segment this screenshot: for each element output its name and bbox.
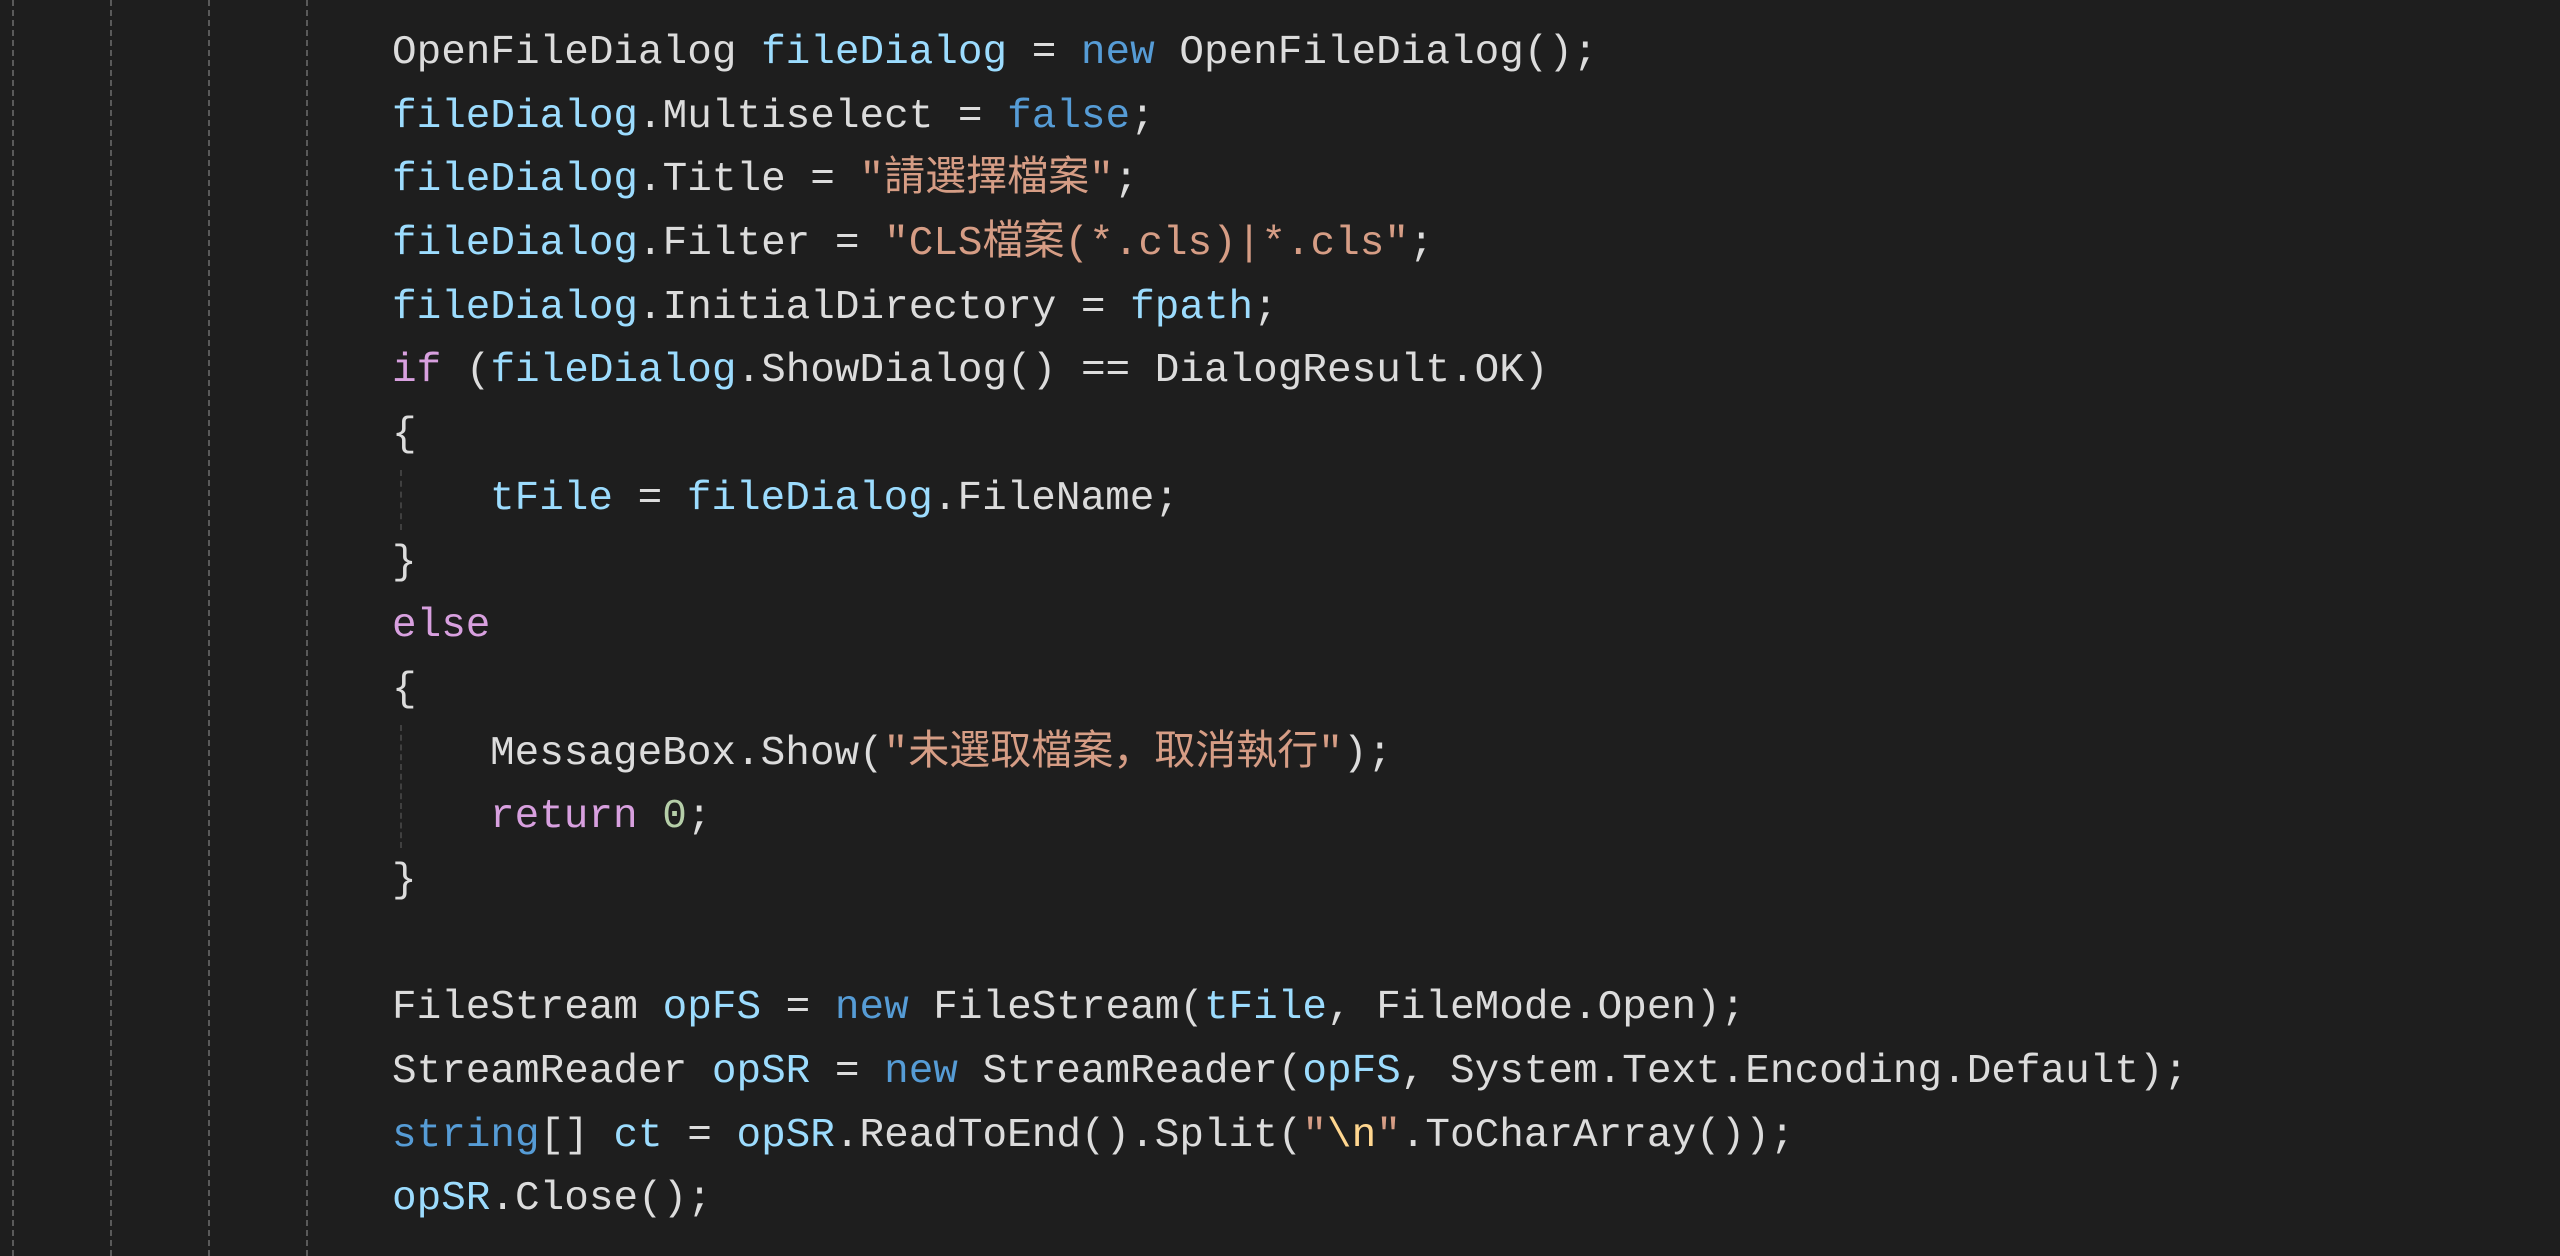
code-token: StreamReader( xyxy=(957,1049,1303,1095)
code-token: = xyxy=(613,475,687,522)
code-token: .Title = xyxy=(638,157,860,204)
code-line: fileDialog.Filter = "CLS檔案(*.cls)|*.cls"… xyxy=(0,213,2188,277)
code-token: fileDialog xyxy=(392,221,639,268)
code-token: = xyxy=(662,1112,737,1159)
code-token: tFile xyxy=(490,475,614,522)
code-token: tFile xyxy=(1203,985,1327,1032)
code-line: else xyxy=(0,595,2188,659)
code-token: ; xyxy=(1253,284,1278,331)
code-token: ; xyxy=(1113,157,1139,204)
code-token: FileStream xyxy=(392,985,663,1032)
code-token: fileDialog xyxy=(761,30,1008,76)
code-token: } xyxy=(392,857,417,904)
code-token: ; xyxy=(686,794,712,841)
code-token: ; xyxy=(1130,93,1155,140)
code-token xyxy=(638,794,663,840)
code-token: MessageBox.Show( xyxy=(490,730,884,777)
code-token: fpath xyxy=(1130,284,1254,331)
code-token: fileDialog xyxy=(392,157,639,204)
code-line: { xyxy=(0,659,2188,723)
code-token: if xyxy=(392,348,442,395)
code-token: fileDialog xyxy=(686,475,933,522)
code-token: false xyxy=(1007,93,1131,140)
code-line: opSR.Close(); xyxy=(0,1168,2188,1232)
indent-guide xyxy=(400,470,402,530)
code-token: } xyxy=(392,539,417,586)
code-token: .Multiselect = xyxy=(638,93,1008,140)
code-token: { xyxy=(392,412,417,459)
code-token: 0 xyxy=(662,794,687,841)
code-token: opSR xyxy=(711,1049,811,1095)
code-line: string[] ct = opSR.ReadToEnd().Split("\n… xyxy=(0,1105,2188,1169)
code-line: fileDialog.Multiselect = false; xyxy=(0,86,2188,150)
code-token: new xyxy=(884,1049,958,1095)
code-token: new xyxy=(1080,30,1155,76)
code-line: MessageBox.Show("未選取檔案，取消執行"); xyxy=(0,723,2188,787)
code-token: opFS xyxy=(662,985,762,1032)
code-line: return 0; xyxy=(0,786,2188,850)
code-token: .FileName; xyxy=(932,475,1179,522)
code-token: , FileMode.Open); xyxy=(1326,985,1746,1032)
code-line: OpenFileDialog fileDialog = new OpenFile… xyxy=(0,22,2188,86)
code-line: { xyxy=(0,404,2188,468)
code-token: fileDialog xyxy=(392,284,639,331)
code-token: " xyxy=(1302,1112,1327,1159)
code-token: "請選擇檔案" xyxy=(859,157,1114,204)
code-token: = xyxy=(761,985,835,1032)
code-token: ; xyxy=(1408,221,1434,268)
code-line: FileStream opFS = new FileStream(tFile, … xyxy=(0,977,2188,1041)
code-token: ); xyxy=(1342,730,1393,777)
indent-guide xyxy=(12,0,14,1256)
code-token: else xyxy=(392,603,491,650)
code-token: = xyxy=(810,1049,885,1095)
code-token: ( xyxy=(441,348,491,395)
code-token: opSR xyxy=(392,1176,491,1223)
code-line xyxy=(0,914,2188,978)
code-token: .Filter = xyxy=(638,221,885,268)
code-token: OpenFileDialog(); xyxy=(1154,30,1598,76)
code-token: " xyxy=(1376,1112,1401,1159)
code-token: ct xyxy=(613,1112,663,1159)
code-token: \n xyxy=(1326,1112,1377,1159)
indent-guide xyxy=(208,0,210,1256)
code-token: string xyxy=(392,1112,540,1159)
code-token: , System.Text.Encoding.Default); xyxy=(1400,1049,2189,1095)
code-line: } xyxy=(0,532,2188,596)
code-line: fileDialog.InitialDirectory = fpath; xyxy=(0,277,2188,341)
code-token: opSR xyxy=(736,1112,835,1159)
code-token: "未選取檔案，取消執行" xyxy=(883,730,1343,777)
code-line: tFile = fileDialog.FileName; xyxy=(0,468,2188,532)
code-token: .InitialDirectory = xyxy=(638,284,1131,331)
code-token: "CLS檔案(*.cls)|*.cls" xyxy=(884,221,1409,268)
code-token: opFS xyxy=(1302,1049,1401,1095)
code-line: fileDialog.Title = "請選擇檔案"; xyxy=(0,149,2188,213)
code-token: .Close(); xyxy=(490,1176,712,1223)
indent-guide xyxy=(306,0,308,1256)
code-token: return xyxy=(490,794,638,841)
code-token: .ShowDialog() == DialogResult.OK) xyxy=(736,348,1549,395)
code-text[interactable]: OpenFileDialog fileDialog = new OpenFile… xyxy=(0,22,2188,1232)
code-token: StreamReader xyxy=(392,1049,712,1095)
code-line: if (fileDialog.ShowDialog() == DialogRes… xyxy=(0,340,2188,404)
code-token: { xyxy=(392,666,417,713)
code-token: fileDialog xyxy=(392,93,639,140)
code-line: StreamReader opSR = new StreamReader(opF… xyxy=(0,1041,2188,1105)
indent-guide xyxy=(110,0,112,1256)
code-token: new xyxy=(834,985,909,1032)
code-token: = xyxy=(1007,30,1081,76)
code-token: FileStream( xyxy=(908,985,1204,1032)
code-token: .ToCharArray()); xyxy=(1400,1112,1795,1159)
indent-guide xyxy=(400,725,402,848)
code-token: [] xyxy=(539,1112,614,1159)
code-line: } xyxy=(0,850,2188,914)
code-token: fileDialog xyxy=(490,348,737,395)
code-token: .ReadToEnd().Split( xyxy=(834,1112,1303,1159)
code-token: OpenFileDialog xyxy=(392,30,762,76)
